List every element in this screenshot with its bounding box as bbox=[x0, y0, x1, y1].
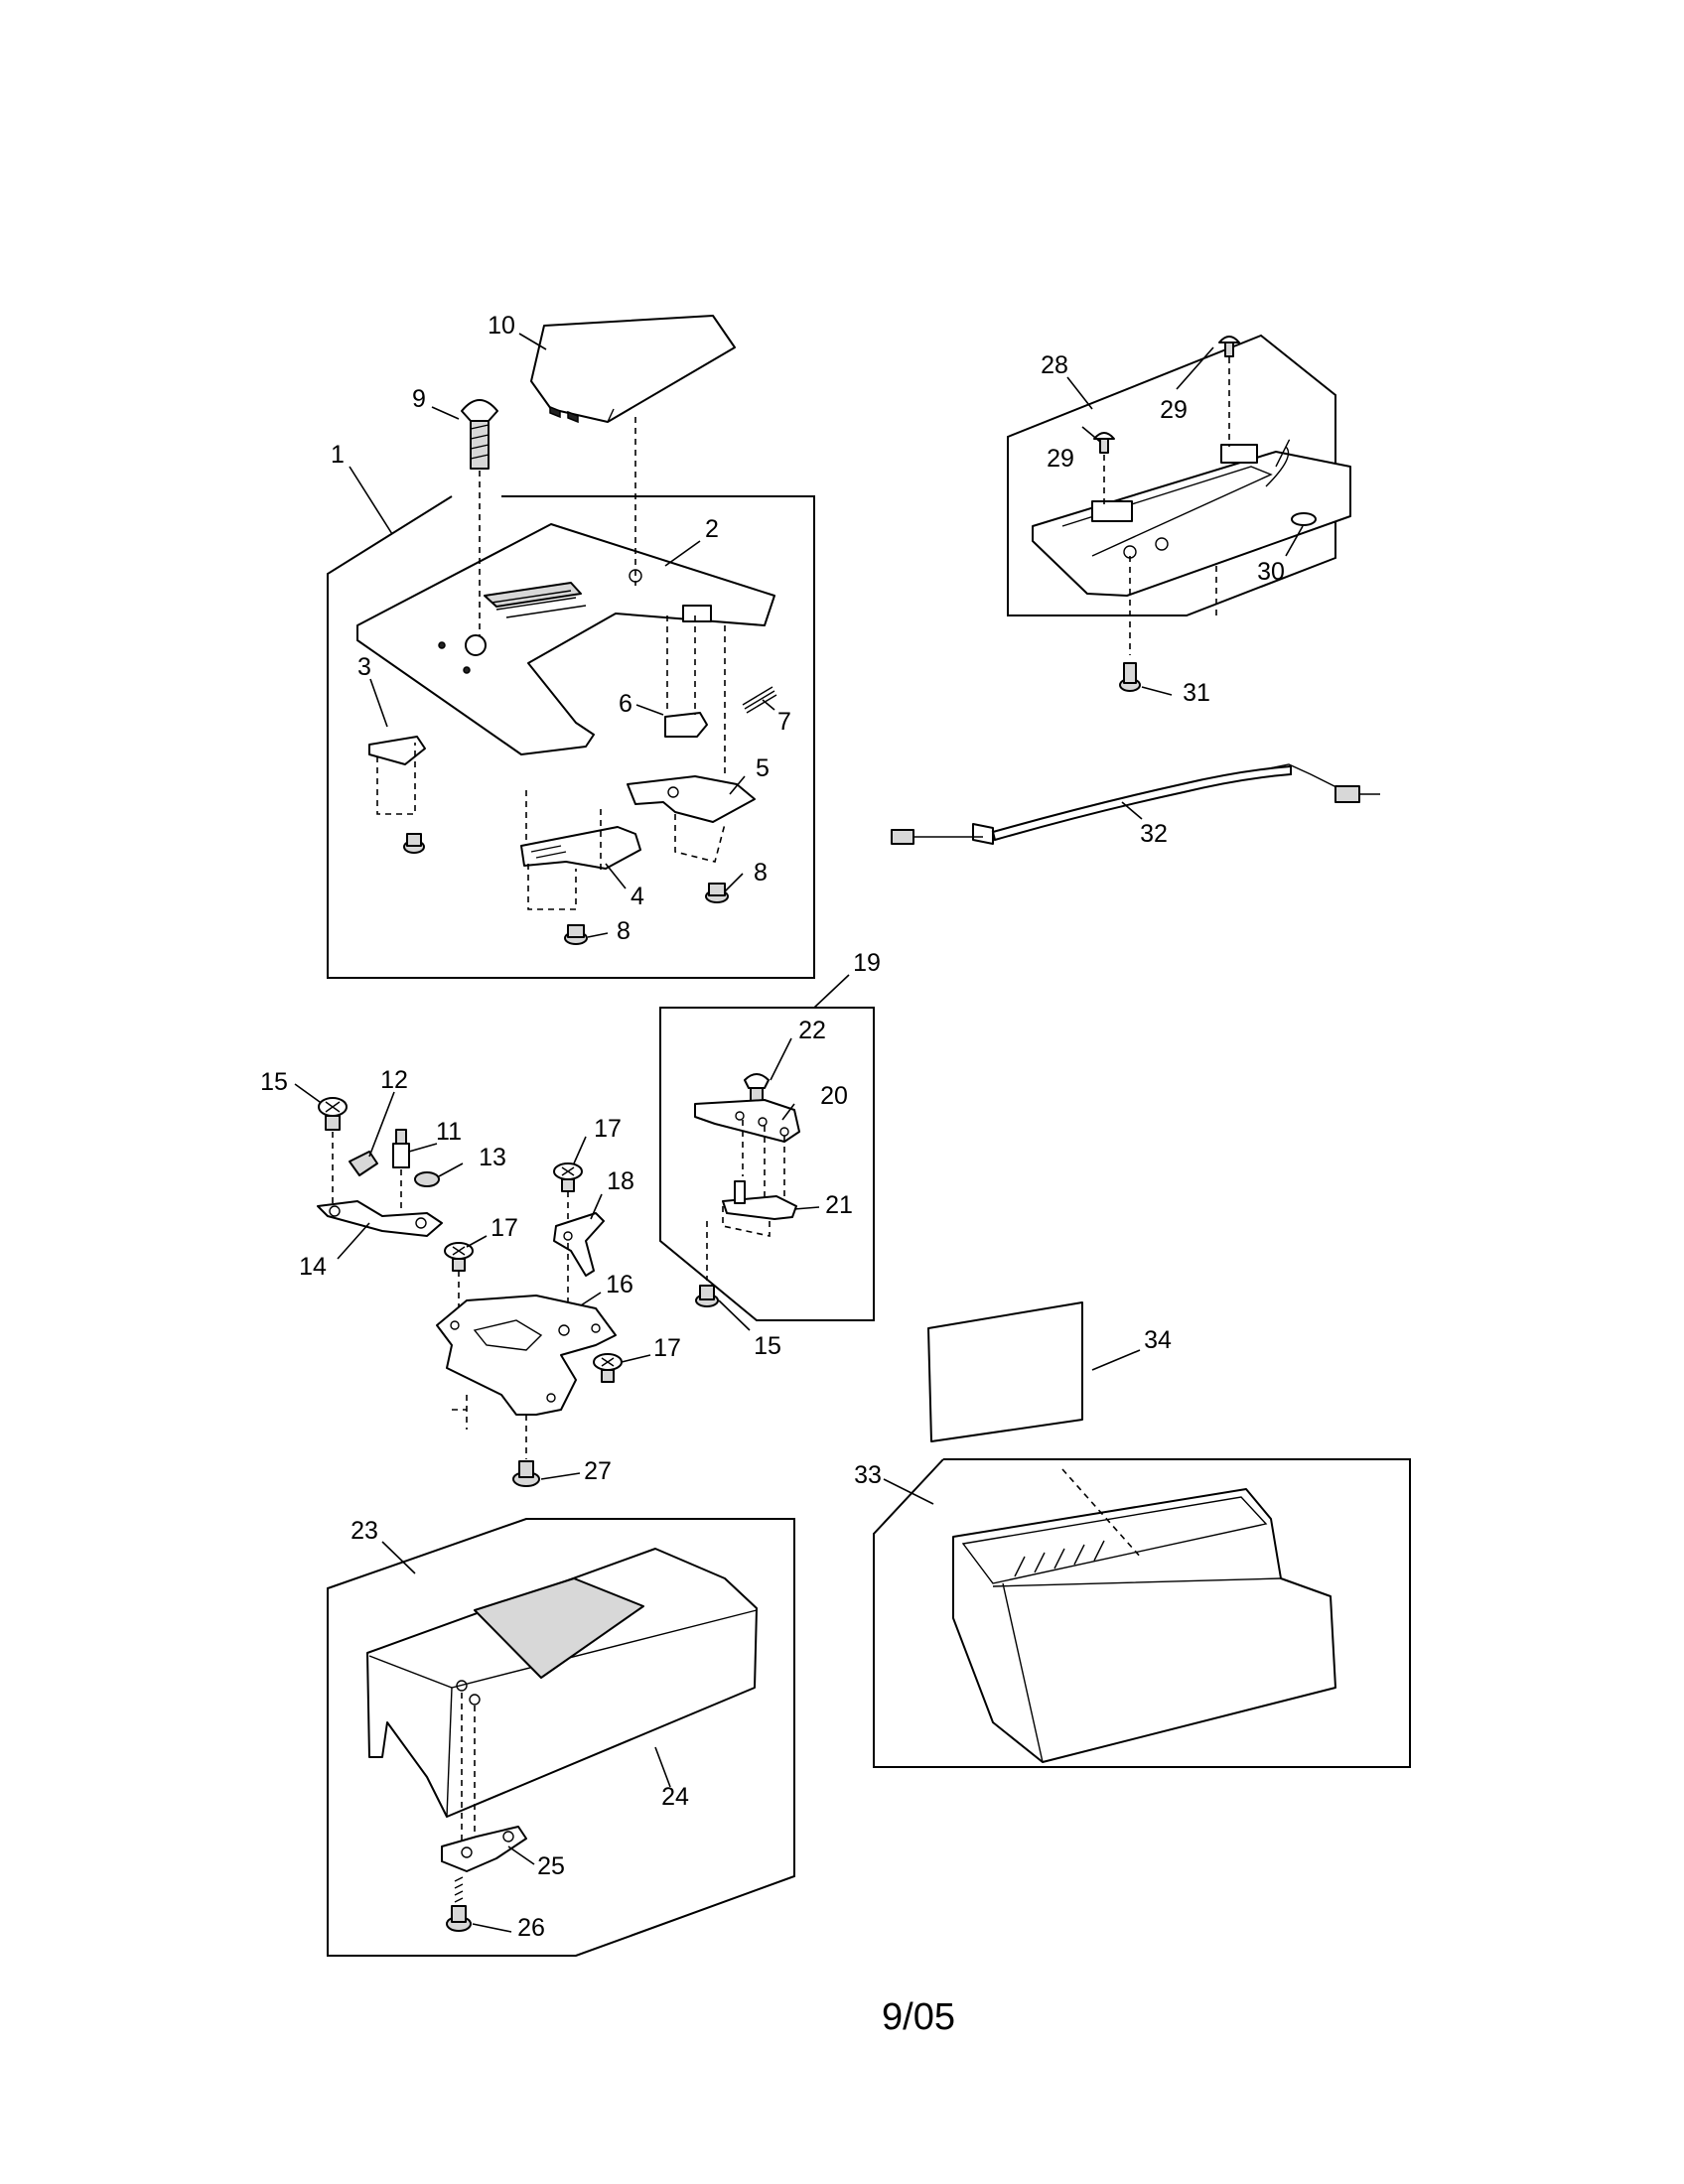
part-29-screw-a bbox=[1093, 432, 1115, 440]
callout-24: 24 bbox=[661, 1783, 689, 1811]
part-12-roller bbox=[349, 1151, 378, 1176]
callout-30: 30 bbox=[1257, 558, 1285, 586]
callout-22: 22 bbox=[798, 1017, 826, 1044]
assembly-28-frame bbox=[1007, 334, 1336, 616]
callout-5: 5 bbox=[756, 754, 770, 782]
callout-7: 7 bbox=[777, 708, 791, 736]
callout-4: 4 bbox=[631, 883, 644, 910]
assembly-23-frame bbox=[327, 1518, 795, 1957]
callout-17-b: 17 bbox=[491, 1214, 518, 1242]
case-assembly bbox=[873, 1458, 1411, 1768]
callout-25: 25 bbox=[537, 1852, 565, 1880]
part-13-washer bbox=[414, 1171, 440, 1187]
callout-13: 13 bbox=[479, 1144, 506, 1171]
callout-15-a: 15 bbox=[260, 1068, 288, 1096]
callout-6: 6 bbox=[619, 690, 632, 718]
needle-plate-assembly bbox=[327, 315, 815, 979]
callout-29-b: 29 bbox=[1160, 396, 1188, 424]
part-22-screw bbox=[744, 1073, 770, 1089]
part-2-needle-plate bbox=[356, 523, 775, 755]
part-11-pin bbox=[392, 1143, 410, 1168]
part-6-slider bbox=[664, 712, 708, 738]
callout-12: 12 bbox=[380, 1066, 408, 1094]
callout-labels: 1 2 3 4 5 6 7 8 8 9 10 11 12 13 14 15 15… bbox=[260, 312, 1285, 1942]
callout-19: 19 bbox=[853, 949, 881, 977]
callout-18: 18 bbox=[607, 1167, 634, 1195]
footer-date-code: 9/05 bbox=[882, 1996, 955, 2038]
part-30-washer bbox=[1291, 512, 1317, 526]
part-5-lever bbox=[627, 775, 756, 823]
callout-34: 34 bbox=[1144, 1326, 1172, 1354]
callout-31: 31 bbox=[1183, 679, 1210, 707]
part-4-spring-plate bbox=[520, 826, 641, 870]
assembly-1-frame bbox=[327, 495, 815, 979]
assembly-19-frame bbox=[659, 1007, 875, 1321]
callout-28: 28 bbox=[1041, 351, 1068, 379]
part-29-screw-b bbox=[1218, 336, 1240, 343]
bracket-group bbox=[317, 1097, 623, 1487]
callout-3: 3 bbox=[357, 653, 371, 681]
assembly-33-frame bbox=[873, 1458, 1411, 1768]
callout-29-a: 29 bbox=[1047, 445, 1074, 473]
callout-21: 21 bbox=[825, 1191, 853, 1219]
callout-10: 10 bbox=[488, 312, 515, 340]
callout-26: 26 bbox=[517, 1914, 545, 1942]
part-10-cover bbox=[530, 315, 736, 423]
part-18-lever bbox=[553, 1212, 605, 1277]
callout-14: 14 bbox=[299, 1253, 327, 1281]
part-20-plate bbox=[694, 1099, 800, 1143]
callout-20: 20 bbox=[820, 1082, 848, 1110]
part-33-case bbox=[952, 1488, 1336, 1763]
cover-window bbox=[474, 1577, 644, 1679]
switch-holder-assembly bbox=[1007, 334, 1351, 692]
callout-27: 27 bbox=[584, 1457, 612, 1485]
part-34-sheet bbox=[927, 1301, 1083, 1442]
part-14-bracket bbox=[317, 1200, 443, 1237]
callout-17-a: 17 bbox=[594, 1115, 622, 1143]
callout-32: 32 bbox=[1140, 820, 1168, 848]
callout-8-a: 8 bbox=[754, 859, 768, 887]
callout-15-b: 15 bbox=[754, 1332, 781, 1360]
part-16-base-plate bbox=[436, 1295, 617, 1416]
assembly-19 bbox=[659, 1007, 875, 1321]
callout-11: 11 bbox=[436, 1118, 462, 1146]
callout-2: 2 bbox=[705, 515, 719, 543]
part-7-spring bbox=[742, 686, 777, 714]
callout-9: 9 bbox=[412, 385, 426, 413]
part-25-hinge bbox=[441, 1826, 527, 1872]
leader-lines bbox=[294, 333, 1304, 1933]
callout-17-c: 17 bbox=[653, 1334, 681, 1362]
callout-23: 23 bbox=[351, 1517, 378, 1545]
callout-1: 1 bbox=[331, 441, 345, 469]
callout-16: 16 bbox=[606, 1271, 633, 1298]
callout-33: 33 bbox=[854, 1461, 882, 1489]
part-9-screw-head bbox=[461, 399, 498, 422]
part-32-cable bbox=[891, 763, 1380, 845]
callout-8-b: 8 bbox=[617, 917, 631, 945]
cover-assembly bbox=[327, 1518, 795, 1957]
